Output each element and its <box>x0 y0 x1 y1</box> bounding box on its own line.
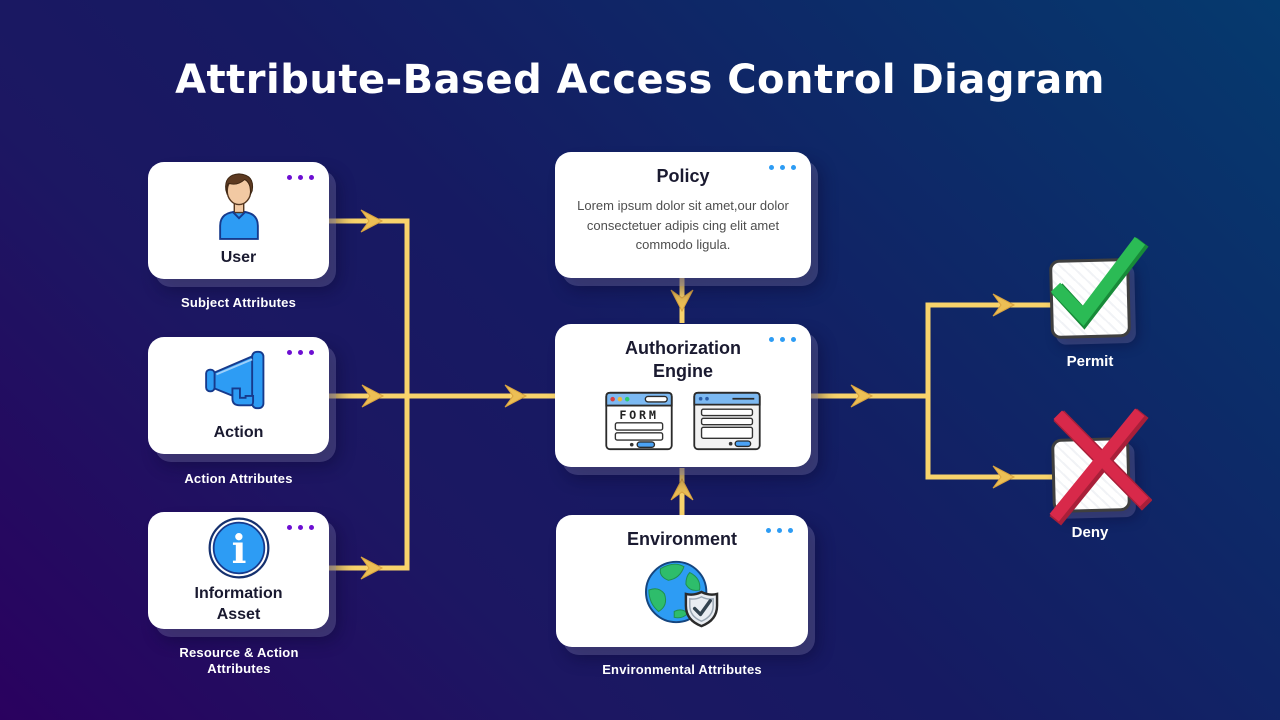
kebab-menu-icon[interactable] <box>287 525 314 530</box>
node-environment-title: Environment <box>626 529 737 549</box>
check-icon <box>1042 236 1150 341</box>
node-action-title: Action <box>213 424 264 441</box>
node-policy-title: Policy <box>656 166 710 186</box>
user-icon <box>206 162 272 248</box>
node-information-asset-title: Information Asset <box>194 585 283 623</box>
node-action-caption: Action Attributes <box>184 471 293 486</box>
kebab-menu-icon[interactable] <box>769 165 796 170</box>
arrowhead-icons <box>360 209 1016 580</box>
megaphone-icon <box>203 337 275 423</box>
globe-shield-icon <box>641 551 723 633</box>
node-user[interactable]: User <box>148 162 329 279</box>
cross-icon <box>1044 408 1153 531</box>
node-information-asset[interactable]: i Information Asset <box>148 512 329 629</box>
node-action[interactable]: Action <box>148 337 329 454</box>
kebab-menu-icon[interactable] <box>766 528 793 533</box>
node-authorization-engine-title: Authorization Engine <box>625 338 741 382</box>
node-information-asset-caption: Resource & Action Attributes <box>179 645 299 677</box>
kebab-menu-icon[interactable] <box>287 350 314 355</box>
browser-window-icon <box>692 391 762 456</box>
node-environment-caption: Environmental Attributes <box>602 662 762 677</box>
svg-text:i: i <box>231 527 246 573</box>
node-environment[interactable]: Environment <box>556 515 808 647</box>
node-policy-body: Lorem ipsum dolor sit amet,our dolor con… <box>577 198 789 253</box>
node-authorization-engine[interactable]: Authorization Engine FORM <box>555 324 811 467</box>
permit-label: Permit <box>1066 353 1114 370</box>
node-user-title: User <box>220 249 257 266</box>
info-icon: i <box>207 512 271 584</box>
node-policy[interactable]: Policy Lorem ipsum dolor sit amet,our do… <box>555 152 811 278</box>
form-window-icon: FORM <box>604 391 674 456</box>
node-user-caption: Subject Attributes <box>180 295 297 310</box>
deny-label: Deny <box>1071 524 1109 541</box>
kebab-menu-icon[interactable] <box>769 337 796 342</box>
kebab-menu-icon[interactable] <box>287 175 314 180</box>
svg-text:FORM: FORM <box>619 408 658 422</box>
page-title: Attribute-Based Access Control Diagram <box>175 57 1105 103</box>
